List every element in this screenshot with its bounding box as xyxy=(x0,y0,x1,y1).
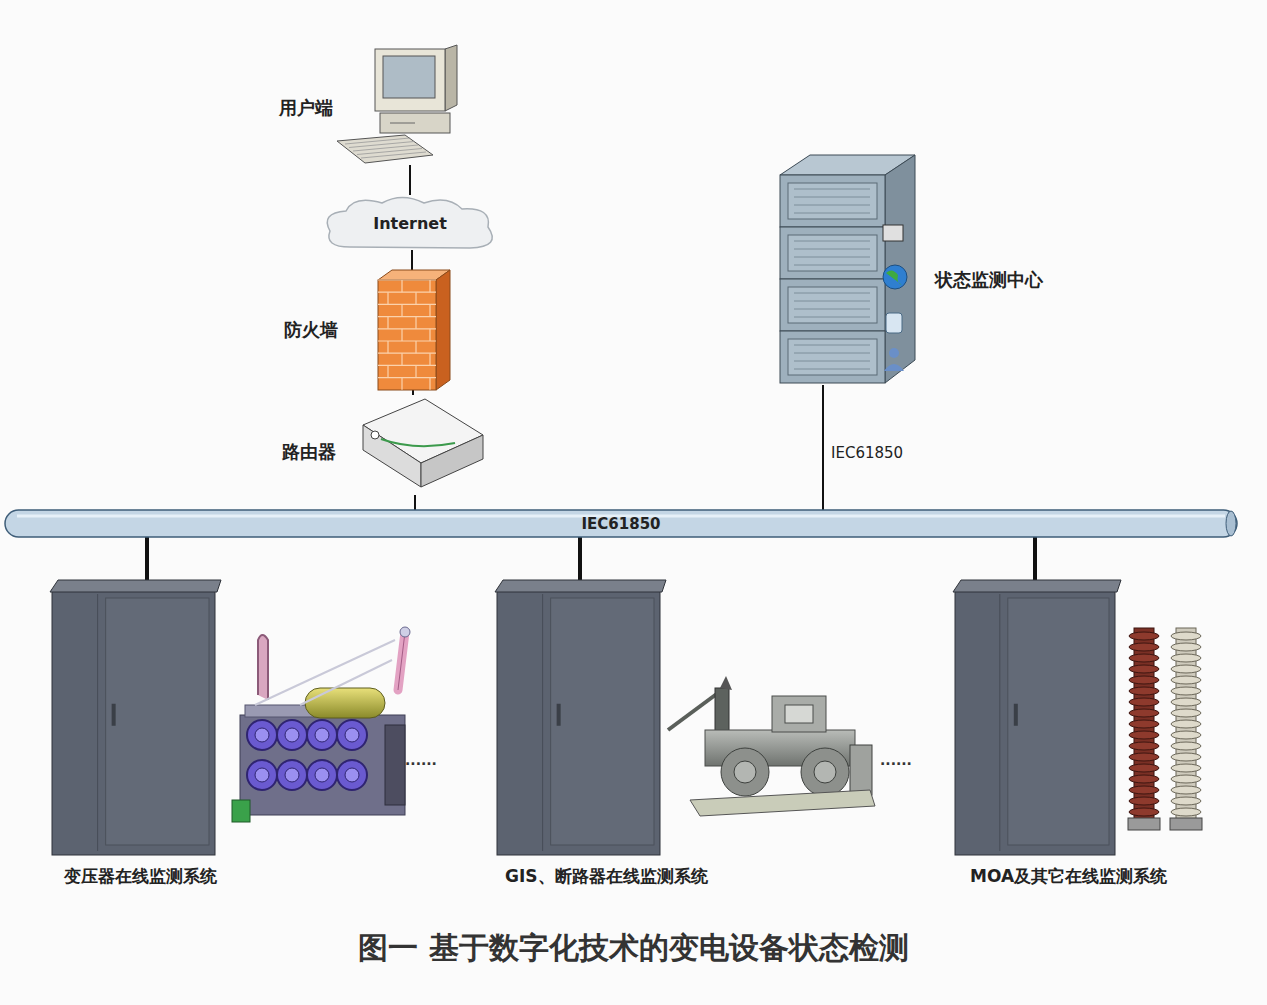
cloud-node: Internet xyxy=(320,195,500,250)
router-shape xyxy=(355,395,485,495)
arrester-illustration xyxy=(1128,628,1202,830)
connector-line xyxy=(1033,537,1037,580)
router-node: 路由器 xyxy=(355,395,485,495)
firewall-shape xyxy=(378,270,450,390)
cabinet-shape xyxy=(955,580,1115,855)
server-node: 状态监测中心 xyxy=(780,155,915,385)
connector-line xyxy=(409,165,411,195)
connector-line xyxy=(411,250,413,270)
node-label: 路由器 xyxy=(282,440,336,464)
computer-node: 用户端 xyxy=(335,45,465,165)
firewall-node: 防火墙 xyxy=(378,270,450,390)
connector-line xyxy=(145,537,149,580)
connector-line xyxy=(822,385,824,510)
node-label: 变压器在线监测系统 xyxy=(64,865,217,888)
connector-line xyxy=(414,495,416,510)
cabinet-node: 变压器在线监测系统 xyxy=(52,580,215,855)
ellipsis-mark: ...... xyxy=(880,752,912,768)
node-label: 用户端 xyxy=(279,96,333,120)
cabinet-node: MOA及其它在线监测系统 xyxy=(955,580,1115,855)
edge-label: IEC61850 xyxy=(829,444,905,462)
connector-line xyxy=(578,537,582,580)
breaker-illustration xyxy=(668,676,875,816)
cabinet-shape xyxy=(497,580,660,855)
cabinet-shape xyxy=(52,580,215,855)
server-shape xyxy=(780,155,915,385)
computer-shape xyxy=(335,45,465,165)
node-label: Internet xyxy=(373,213,447,232)
transformer-illustration xyxy=(232,627,410,822)
figure-caption: 图一 基于数字化技术的变电设备状态检测 xyxy=(0,928,1267,969)
bus-node: IEC61850 xyxy=(5,510,1237,537)
node-label: MOA及其它在线监测系统 xyxy=(970,865,1167,888)
cabinet-node: GIS、断路器在线监测系统 xyxy=(497,580,660,855)
ellipsis-mark: ...... xyxy=(405,752,437,768)
node-label: 防火墙 xyxy=(284,318,338,342)
node-label: IEC61850 xyxy=(581,515,660,533)
node-label: GIS、断路器在线监测系统 xyxy=(505,865,708,888)
connector-line xyxy=(412,390,414,395)
node-label: 状态监测中心 xyxy=(935,268,1043,292)
